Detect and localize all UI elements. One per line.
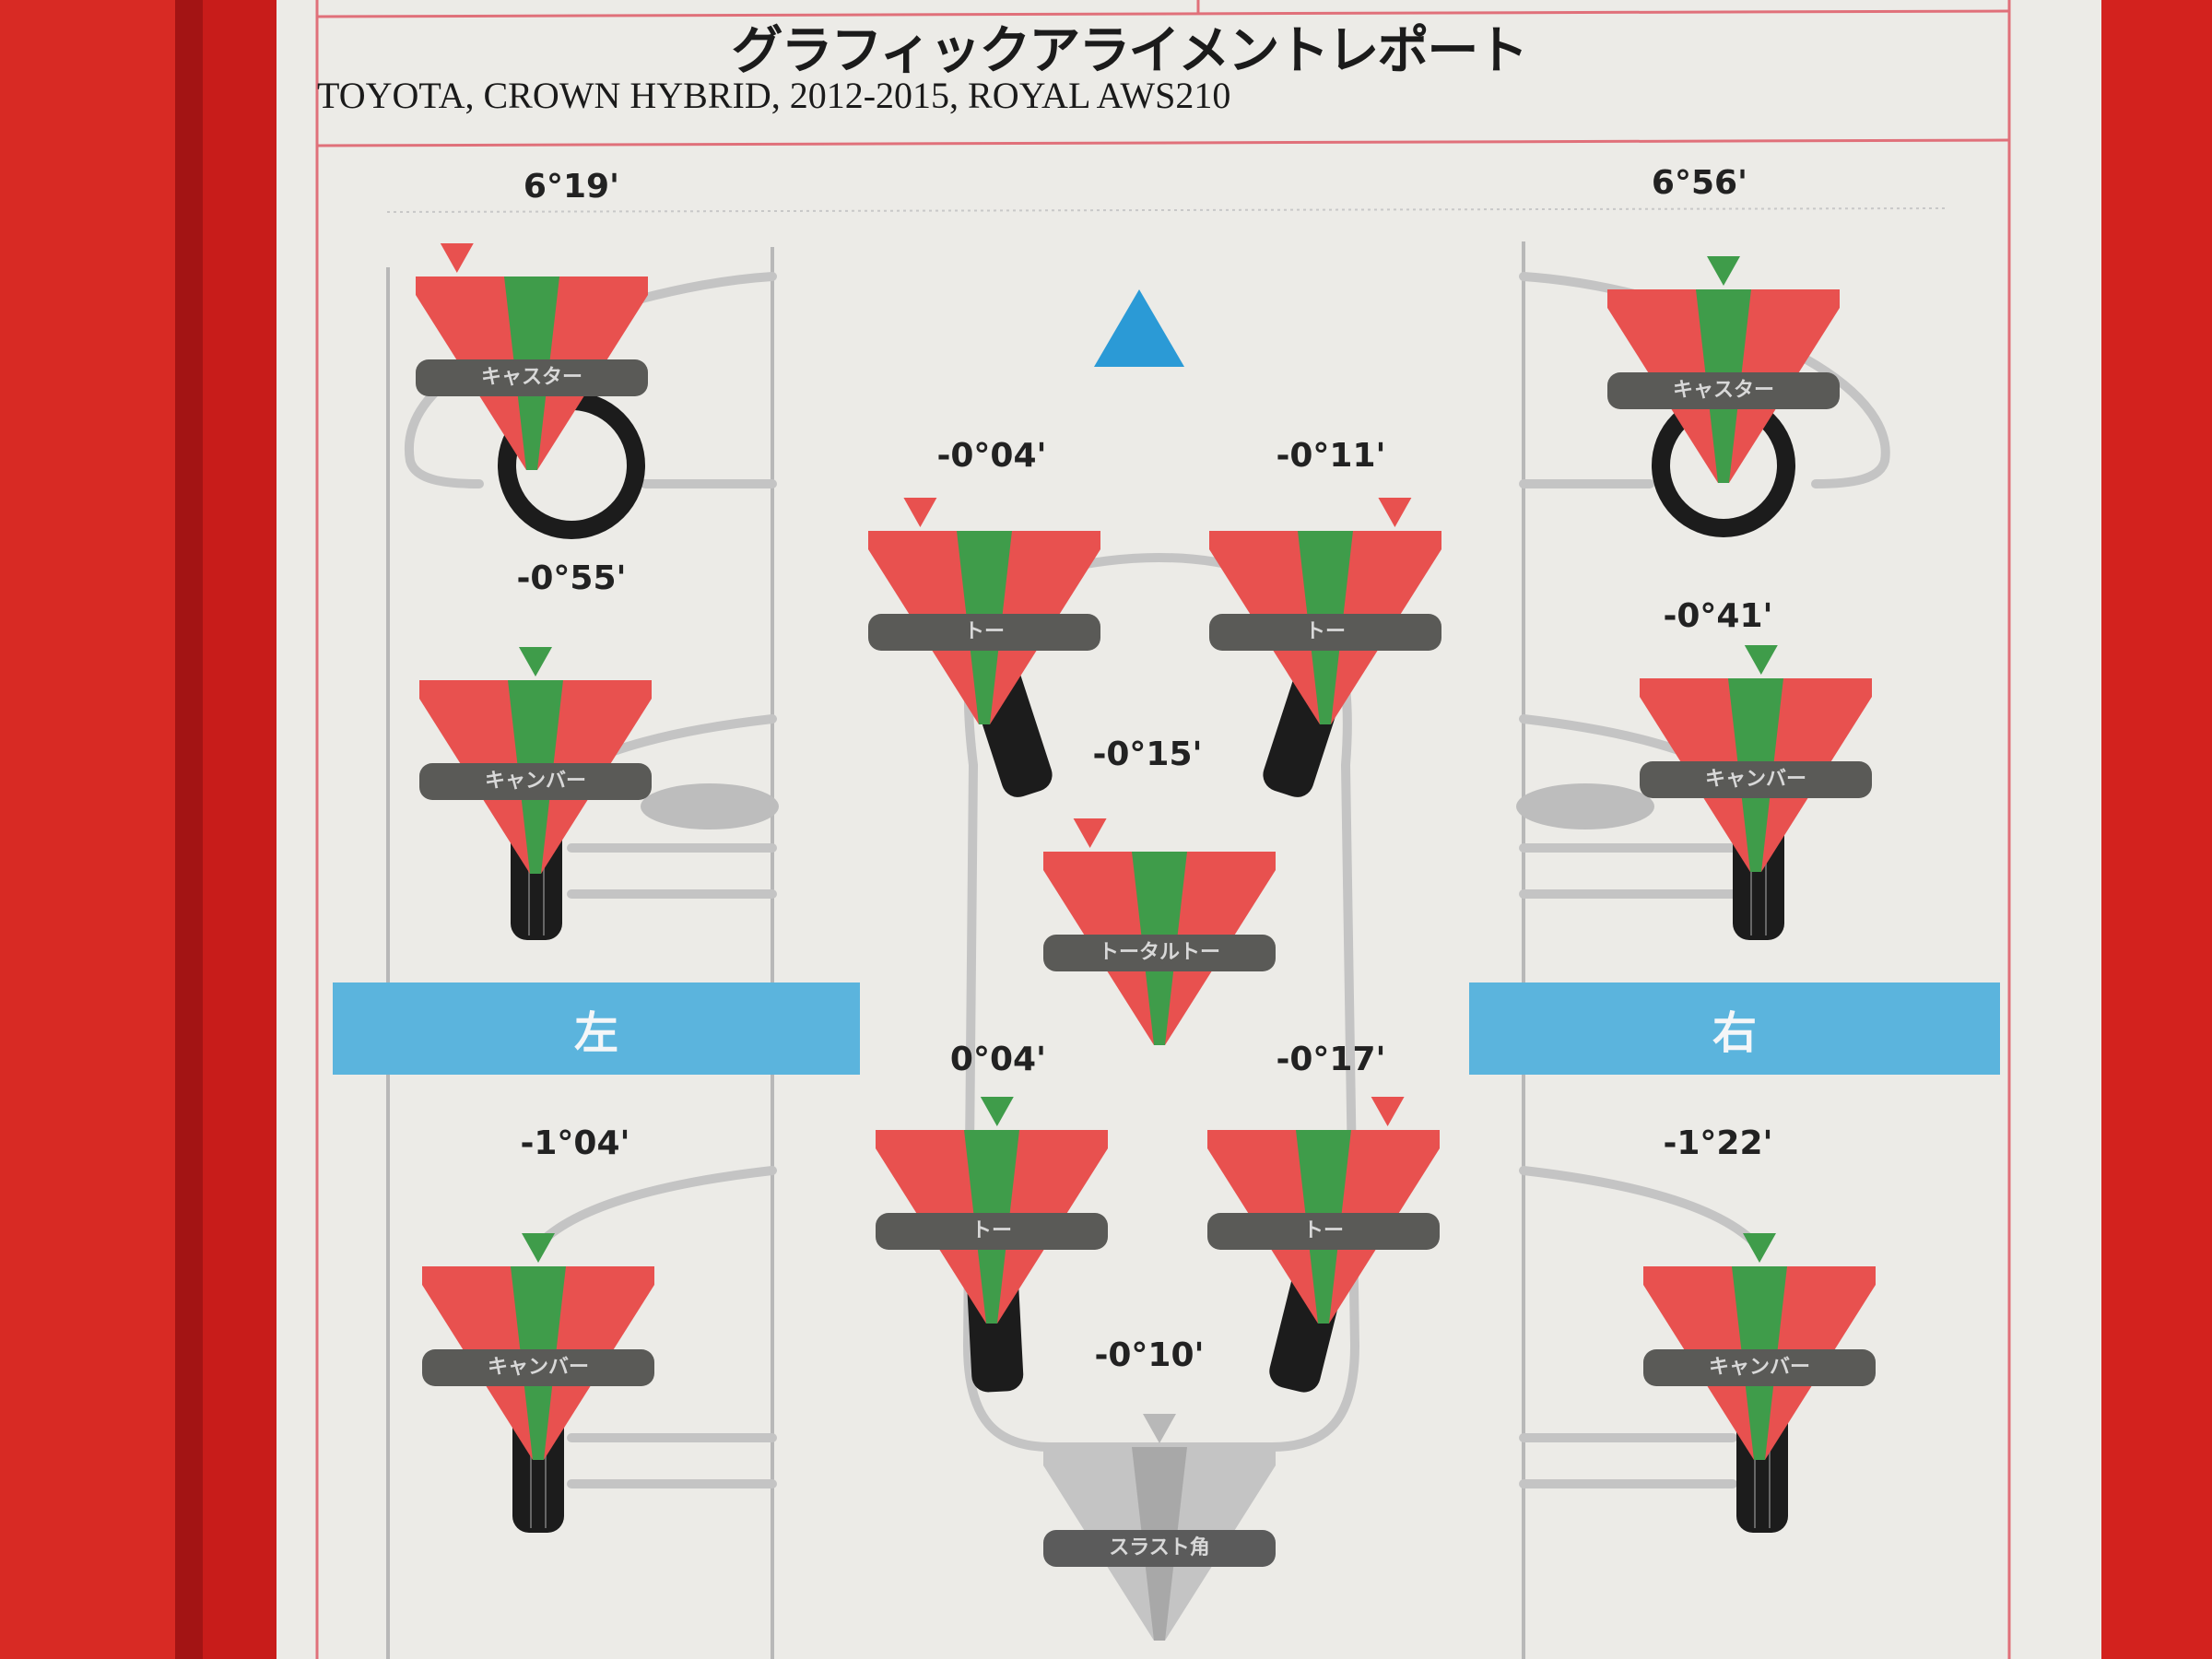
rear-left-toe-gauge: トー — [876, 1097, 1108, 1324]
gauge-marker-icon — [903, 498, 937, 527]
rear-left-toe-value: 0°04' — [949, 1041, 1047, 1078]
forward-direction-icon — [1094, 289, 1184, 367]
rear-left-camber-value: -1°04' — [520, 1124, 630, 1162]
gauge-label: キャンバー — [1640, 761, 1872, 798]
gauge-scale — [416, 243, 648, 470]
gauge-label: トー — [868, 614, 1100, 651]
gauge-marker-icon — [1707, 256, 1740, 286]
gauge-label: トー — [1207, 1213, 1440, 1250]
gauge-marker-icon — [980, 1097, 1014, 1126]
gauge-scale — [1640, 645, 1872, 872]
red-frame-left — [0, 0, 184, 1659]
gauge-marker-icon — [522, 1233, 555, 1263]
right-side-banner: 右 — [1469, 982, 2000, 1075]
gauge-scale — [1043, 818, 1276, 1045]
rear-right-camber-gauge: キャンバー — [1643, 1233, 1876, 1460]
gauge-label: トー — [876, 1213, 1108, 1250]
gauge-marker-icon — [1378, 498, 1412, 527]
gauge-scale — [422, 1233, 654, 1460]
gauge-label: スラスト角 — [1043, 1530, 1276, 1567]
front-right-toe-value: -0°11' — [1276, 437, 1386, 475]
front-left-camber-gauge: キャンバー — [419, 647, 652, 874]
gauge-scale — [868, 498, 1100, 724]
right-caster-gauge: キャスター — [1607, 256, 1840, 483]
gauge-scale — [876, 1097, 1108, 1324]
rear-left-camber-gauge: キャンバー — [422, 1233, 654, 1460]
front-total-toe-value: -0°15' — [1092, 735, 1203, 773]
gauge-scale — [1207, 1097, 1440, 1324]
gauge-label: トータルトー — [1043, 935, 1276, 971]
gauge-marker-icon — [1073, 818, 1107, 848]
gauge-marker-icon — [1744, 645, 1778, 675]
front-left-camber-value: -0°55' — [516, 559, 627, 597]
gauge-label: キャンバー — [419, 763, 652, 800]
left-caster-value: 6°19' — [523, 168, 620, 206]
gauge-label: トー — [1209, 614, 1441, 651]
rear-right-toe-value: -0°17' — [1276, 1041, 1386, 1078]
gauge-scale — [1043, 1414, 1276, 1641]
front-total-toe-gauge: トータルトー — [1043, 818, 1276, 1045]
thrust-angle-value: -0°10' — [1094, 1336, 1205, 1374]
red-frame-right — [2101, 0, 2212, 1659]
front-right-toe-gauge: トー — [1209, 498, 1441, 724]
gauge-marker-icon — [1143, 1414, 1176, 1443]
left-caster-gauge: キャスター — [416, 243, 648, 470]
rear-right-camber-value: -1°22' — [1663, 1124, 1773, 1162]
front-right-camber-gauge: キャンバー — [1640, 645, 1872, 872]
gauge-scale — [1607, 256, 1840, 483]
gauge-label: キャスター — [1607, 372, 1840, 409]
rear-right-toe-gauge: トー — [1207, 1097, 1440, 1324]
thrust-angle-gauge: スラスト角 — [1043, 1414, 1276, 1641]
gauge-marker-icon — [1371, 1097, 1405, 1126]
frame-shadow — [175, 0, 203, 1659]
gauge-scale — [419, 647, 652, 874]
gauge-marker-icon — [519, 647, 552, 677]
front-left-toe-gauge: トー — [868, 498, 1100, 724]
front-right-camber-value: -0°41' — [1663, 597, 1773, 635]
vehicle-info: TOYOTA, CROWN HYBRID, 2012-2015, ROYAL A… — [317, 75, 1231, 116]
left-side-banner: 左 — [333, 982, 860, 1075]
gauge-label: キャンバー — [1643, 1349, 1876, 1386]
gauge-marker-icon — [1743, 1233, 1776, 1263]
gauge-scale — [1209, 498, 1441, 724]
right-caster-value: 6°56' — [1651, 164, 1748, 202]
report-title: グラフィックアライメントレポート — [731, 21, 1529, 81]
gauge-label: キャスター — [416, 359, 648, 396]
gauge-label: キャンバー — [422, 1349, 654, 1386]
front-left-toe-value: -0°04' — [936, 437, 1047, 475]
gauge-scale — [1643, 1233, 1876, 1460]
gauge-marker-icon — [440, 243, 474, 273]
